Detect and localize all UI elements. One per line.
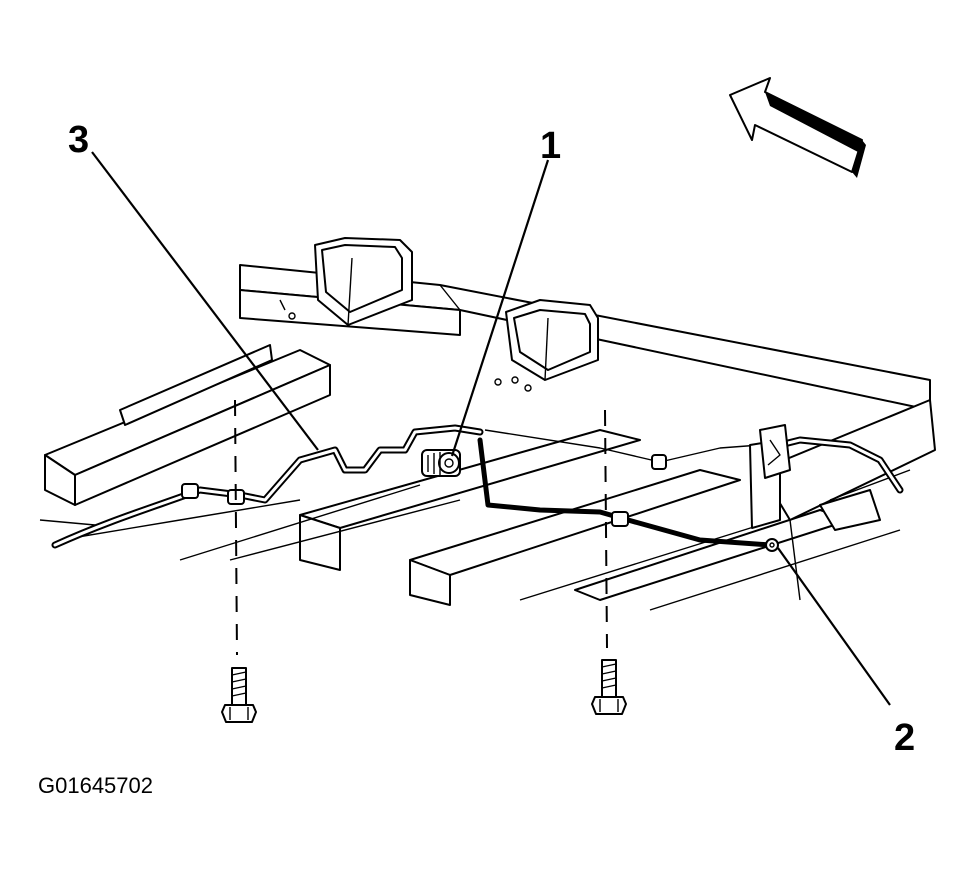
figure-id: G01645702 <box>38 773 153 798</box>
callout-1-leader <box>450 159 550 457</box>
vehicle-frame <box>39 237 936 611</box>
callout-3: 3 <box>68 119 89 161</box>
bolt-icon <box>591 659 627 715</box>
callout-2-leader <box>777 547 891 706</box>
callout-1: 1 <box>540 125 561 167</box>
bolt-icon <box>221 667 257 723</box>
bolt-right <box>591 409 627 715</box>
callout-2: 2 <box>894 717 915 759</box>
bolt-left <box>221 399 257 723</box>
front-direction-arrow-icon <box>729 77 866 178</box>
callout-3-leader <box>91 151 319 451</box>
brake-pipe-assembly <box>51 424 904 552</box>
